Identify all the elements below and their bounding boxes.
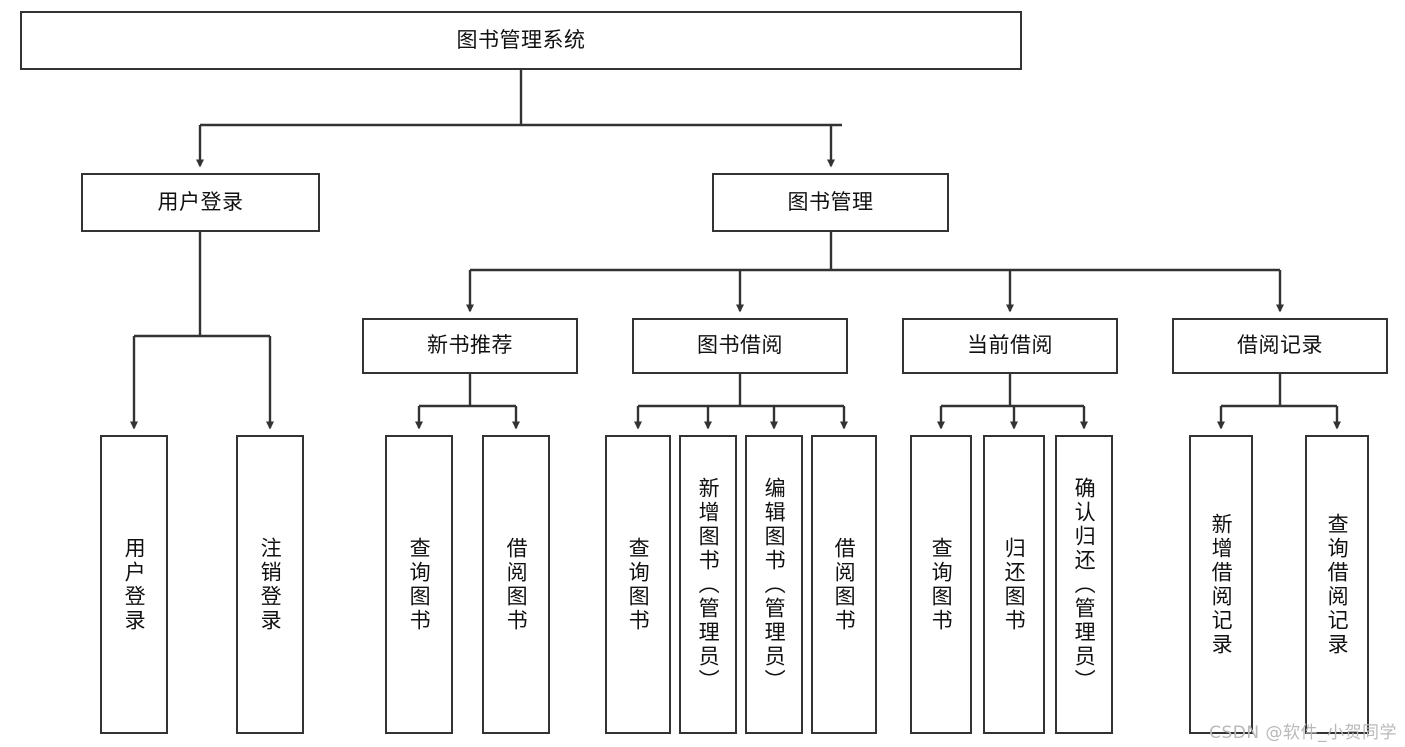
node-leaf-borrow-book-rec-label: 借阅图书 (504, 536, 529, 633)
node-root[interactable]: 图书管理系统 (20, 11, 1022, 70)
node-leaf-confirm-return-label: 确认归还（管理员） (1072, 476, 1097, 693)
node-leaf-return-book[interactable]: 归还图书 (983, 435, 1045, 734)
node-leaf-query-book-rec-label: 查询图书 (407, 536, 432, 633)
node-leaf-query-borrow-record-label: 查询借阅记录 (1325, 512, 1350, 657)
node-leaf-add-borrow-record[interactable]: 新增借阅记录 (1189, 435, 1253, 734)
node-leaf-user-login[interactable]: 用户登录 (100, 435, 168, 734)
node-leaf-return-book-label: 归还图书 (1002, 536, 1027, 633)
node-leaf-add-borrow-record-label: 新增借阅记录 (1209, 512, 1234, 657)
node-leaf-edit-book[interactable]: 编辑图书（管理员） (745, 435, 803, 734)
node-book-borrow-label: 图书借阅 (697, 333, 783, 358)
node-leaf-query-book-borrow-label: 查询图书 (626, 536, 651, 633)
node-leaf-user-login-label: 用户登录 (122, 536, 147, 633)
node-leaf-query-book-borrow[interactable]: 查询图书 (605, 435, 671, 734)
node-leaf-add-book[interactable]: 新增图书（管理员） (679, 435, 737, 734)
node-book-manage[interactable]: 图书管理 (712, 173, 949, 232)
node-current-borrow[interactable]: 当前借阅 (902, 318, 1118, 374)
node-leaf-borrow-book-rec[interactable]: 借阅图书 (482, 435, 550, 734)
node-leaf-add-book-label: 新增图书（管理员） (696, 476, 721, 693)
node-new-book-rec[interactable]: 新书推荐 (362, 318, 578, 374)
node-leaf-logout-label: 注销登录 (258, 536, 283, 633)
csdn-watermark: CSDN @软件_小贺同学 (1209, 723, 1397, 743)
node-leaf-query-book-current-label: 查询图书 (929, 536, 954, 633)
node-user-login[interactable]: 用户登录 (81, 173, 320, 232)
node-leaf-confirm-return[interactable]: 确认归还（管理员） (1055, 435, 1113, 734)
node-new-book-rec-label: 新书推荐 (427, 333, 513, 358)
node-leaf-logout[interactable]: 注销登录 (236, 435, 304, 734)
node-leaf-edit-book-label: 编辑图书（管理员） (762, 476, 787, 693)
node-leaf-query-book-rec[interactable]: 查询图书 (385, 435, 453, 734)
node-leaf-borrow-book[interactable]: 借阅图书 (811, 435, 877, 734)
node-book-manage-label: 图书管理 (787, 189, 874, 214)
node-book-borrow[interactable]: 图书借阅 (632, 318, 848, 374)
node-leaf-query-book-current[interactable]: 查询图书 (910, 435, 972, 734)
node-leaf-query-borrow-record[interactable]: 查询借阅记录 (1305, 435, 1369, 734)
node-leaf-borrow-book-label: 借阅图书 (832, 536, 857, 633)
node-borrow-record-label: 借阅记录 (1237, 333, 1323, 358)
node-root-label: 图书管理系统 (456, 27, 586, 52)
node-borrow-record[interactable]: 借阅记录 (1172, 318, 1388, 374)
node-current-borrow-label: 当前借阅 (967, 333, 1053, 358)
node-user-login-label: 用户登录 (157, 189, 244, 214)
